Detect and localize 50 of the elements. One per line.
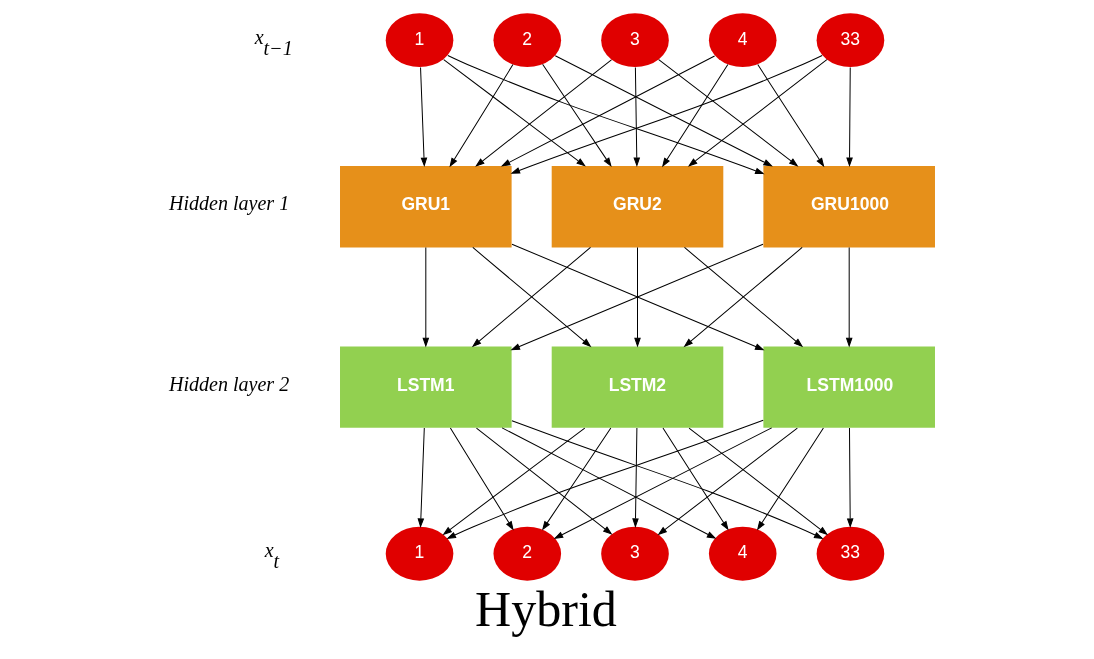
- arrow: [501, 427, 716, 539]
- arrow: [449, 64, 514, 167]
- node-box: GRU1: [340, 166, 512, 248]
- arrow: [475, 427, 612, 535]
- arrow: [662, 427, 729, 530]
- arrow: [422, 246, 429, 347]
- node-ellipse: 33: [816, 13, 885, 68]
- arrow: [511, 420, 823, 539]
- node-box: GRU2: [551, 166, 724, 248]
- node-ellipse: 4: [708, 13, 777, 68]
- arrow: [501, 55, 716, 167]
- arrow: [634, 246, 641, 347]
- node-box: LSTM1: [340, 346, 512, 428]
- arrow: [475, 59, 612, 167]
- arrow: [443, 59, 586, 167]
- arrow: [554, 55, 773, 167]
- arrow: [658, 427, 798, 535]
- node-box: LSTM2: [551, 346, 724, 428]
- node-box: LSTM1000: [763, 346, 935, 428]
- arrow: [757, 427, 824, 530]
- label: Hidden layer 1: [169, 192, 290, 215]
- arrow: [447, 419, 764, 539]
- arrow: [658, 59, 798, 167]
- arrow: [688, 427, 828, 535]
- arrow: [847, 427, 854, 527]
- arrow: [688, 59, 828, 167]
- arrow: [443, 427, 586, 535]
- node-box: GRU1000: [763, 166, 935, 248]
- arrow: [632, 427, 639, 527]
- arrow: [420, 66, 428, 167]
- arrow: [472, 246, 591, 347]
- arrow: [662, 64, 729, 167]
- arrow: [511, 243, 764, 351]
- arrow: [684, 246, 803, 347]
- arrow: [542, 427, 612, 530]
- arrow: [449, 427, 514, 530]
- arrow: [542, 63, 612, 167]
- arrow: [846, 66, 853, 167]
- node-ellipse: 3: [601, 13, 669, 68]
- caption: Hybrid: [474, 580, 617, 637]
- node-ellipse: 1: [385, 13, 454, 68]
- arrow: [757, 64, 825, 167]
- node-ellipse: 2: [493, 13, 562, 68]
- arrow: [846, 246, 853, 347]
- arrow: [554, 427, 773, 539]
- arrow: [417, 427, 425, 527]
- arrow: [633, 66, 640, 167]
- arrow: [511, 54, 823, 174]
- arrow: [447, 55, 764, 175]
- label: Hidden layer 2: [169, 372, 290, 395]
